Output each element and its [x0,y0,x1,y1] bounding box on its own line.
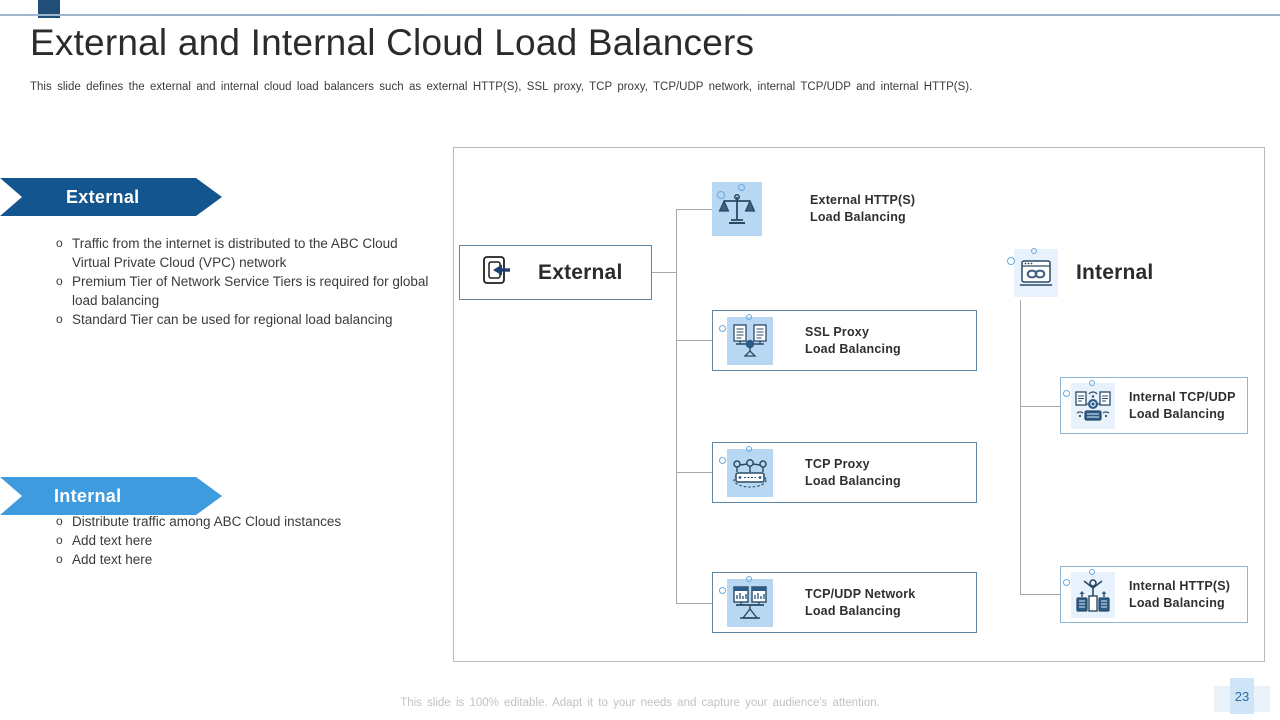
bullet-marker: o [56,236,63,250]
node-tcpudp-network[interactable]: TCP/UDP Network Load Balancing [712,572,977,633]
connector-branch-ext-https [676,209,725,210]
connector-internal-trunk [1020,300,1021,594]
node-external-https-line1: External HTTP(S) [810,193,916,207]
internal-person-servers-icon [1063,568,1115,618]
node-internal-root-label: Internal [1076,261,1154,284]
balance-scale-icon [712,182,762,236]
node-internal-https-line2: Load Balancing [1129,595,1225,610]
list-item-text: Add text here [72,552,153,567]
node-tcp-proxy[interactable]: TCP Proxy Load Balancing [712,442,977,503]
banner-external: External [0,178,222,216]
connector-branch-tcpudp [676,603,713,604]
decor-bubble [1089,379,1095,386]
node-tcpudp-network-line1: TCP/UDP Network [805,586,916,601]
external-login-arrow-icon [480,253,514,292]
decor-bubble [1031,248,1037,254]
list-item: o Traffic from the internet is distribut… [56,234,436,272]
node-ssl-proxy-line1: SSL Proxy [805,324,870,339]
list-item: o Distribute traffic among ABC Cloud ins… [56,512,436,531]
list-item-text: Traffic from the internet is distributed… [72,236,398,270]
connector-branch-ssl [676,340,713,341]
list-item: o Standard Tier can be used for regional… [56,310,436,329]
node-ssl-proxy[interactable]: SSL Proxy Load Balancing [712,310,977,371]
node-internal-tcpudp-line2: Load Balancing [1129,406,1225,421]
page-title: External and Internal Cloud Load Balance… [30,22,755,63]
tcp-server-icon [719,445,773,497]
connector-branch-int-tcpudp [1020,406,1061,407]
page-subtitle: This slide defines the external and inte… [30,81,973,93]
decor-bubble [1089,568,1095,575]
list-item-text: Standard Tier can be used for regional l… [72,312,393,327]
node-external-root-label: External [538,260,623,284]
bullet-marker: o [56,533,63,547]
connector-external-trunk [676,209,677,603]
internal-browser-link-icon [1007,248,1058,297]
list-item-text: Distribute traffic among ABC Cloud insta… [72,514,342,529]
list-item: o Premium Tier of Network Service Tiers … [56,272,436,310]
list-item: o Add text here [56,531,436,550]
bullet-marker: o [56,274,63,288]
banner-internal: Internal [0,477,222,515]
node-tcp-proxy-line2: Load Balancing [805,473,901,488]
node-external-https-line2: Load Balancing [810,210,906,224]
connector-branch-tcp [676,472,713,473]
top-divider-rule [0,14,1280,16]
footer-note: This slide is 100% editable. Adapt it to… [400,697,880,709]
bullet-marker: o [56,552,63,566]
decor-bubble [746,445,752,452]
ssl-documents-icon [719,313,773,365]
decor-bubble [746,313,752,320]
bullet-marker: o [56,514,63,528]
decor-bubble [719,324,726,332]
decor-bubble [719,456,726,464]
bullet-list-internal: o Distribute traffic among ABC Cloud ins… [56,512,436,569]
node-internal-https[interactable]: Internal HTTP(S) Load Balancing [1060,566,1248,623]
page-number: 23 [1230,678,1254,714]
bullet-list-external: o Traffic from the internet is distribut… [56,234,436,329]
banner-external-label: External [66,186,140,207]
decor-bubble [1063,389,1070,397]
decor-bubble [738,184,745,191]
decor-bubble [746,575,752,582]
node-tcp-proxy-line1: TCP Proxy [805,456,870,471]
node-internal-root[interactable]: Internal [1007,248,1244,298]
internal-network-node-icon [1063,379,1115,429]
decor-bubble [1063,578,1070,586]
decor-bubble [717,191,725,199]
node-internal-tcpudp[interactable]: Internal TCP/UDP Load Balancing [1060,377,1248,434]
page-decor-sheet-left [1214,686,1230,712]
node-tcpudp-network-line2: Load Balancing [805,603,901,618]
node-internal-tcpudp-line1: Internal TCP/UDP [1129,389,1236,404]
list-item: o Add text here [56,550,436,569]
top-accent-square [38,0,60,18]
node-internal-https-line1: Internal HTTP(S) [1129,578,1231,593]
connector-external-stub [652,272,677,273]
page-number-group: 23 [1212,678,1272,718]
bullet-marker: o [56,312,63,326]
decor-bubble [1007,257,1015,265]
network-charts-icon [719,575,773,627]
decor-bubble [719,586,726,594]
node-external-https[interactable]: External HTTP(S) Load Balancing [712,180,977,238]
page-decor-sheet-right [1254,686,1270,712]
node-ssl-proxy-line2: Load Balancing [805,341,901,356]
connector-branch-int-https [1020,594,1061,595]
node-external-root[interactable]: External [459,245,652,300]
list-item-text: Premium Tier of Network Service Tiers is… [72,274,429,308]
banner-internal-label: Internal [54,485,122,506]
list-item-text: Add text here [72,533,153,548]
